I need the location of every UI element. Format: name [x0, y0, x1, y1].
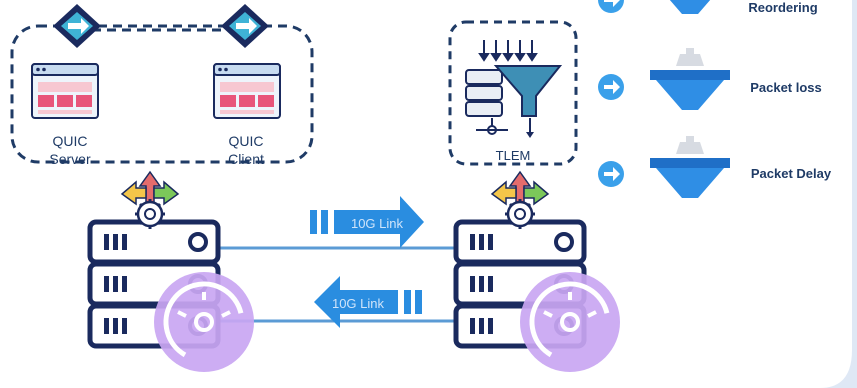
lower-link-label: 10G Link: [332, 296, 385, 311]
app-container: [10, 24, 314, 164]
client-app-window-icon: [213, 63, 281, 119]
impairment-panel: [632, 0, 852, 215]
client-label-line2: Client: [228, 151, 264, 167]
impairment-label-packet-loss: Packet loss: [750, 80, 822, 95]
lower-link-arrow: [314, 276, 422, 328]
impairment-label-packet-delay: Packet Delay: [751, 166, 832, 181]
upper-link-arrow: [310, 196, 424, 248]
server-logo-icon: [53, 4, 101, 48]
client-label-line1: QUIC: [229, 133, 264, 149]
upper-link-label: 10G Link: [351, 216, 404, 231]
packet-delay-arrow-icon: [598, 161, 624, 187]
tlem-funnel-icon: [465, 40, 563, 138]
client-logo-icon: [221, 4, 269, 48]
server-app-window-icon: [31, 63, 99, 119]
server-label-line1: QUIC: [53, 133, 88, 149]
impairment-label-reordering: Reordering: [748, 0, 817, 15]
packet-loss-arrow-icon: [598, 74, 624, 100]
tlem-label: TLEM: [496, 148, 531, 163]
reordering-arrow-icon: [598, 0, 624, 13]
server-label-line2: Server: [49, 151, 91, 167]
